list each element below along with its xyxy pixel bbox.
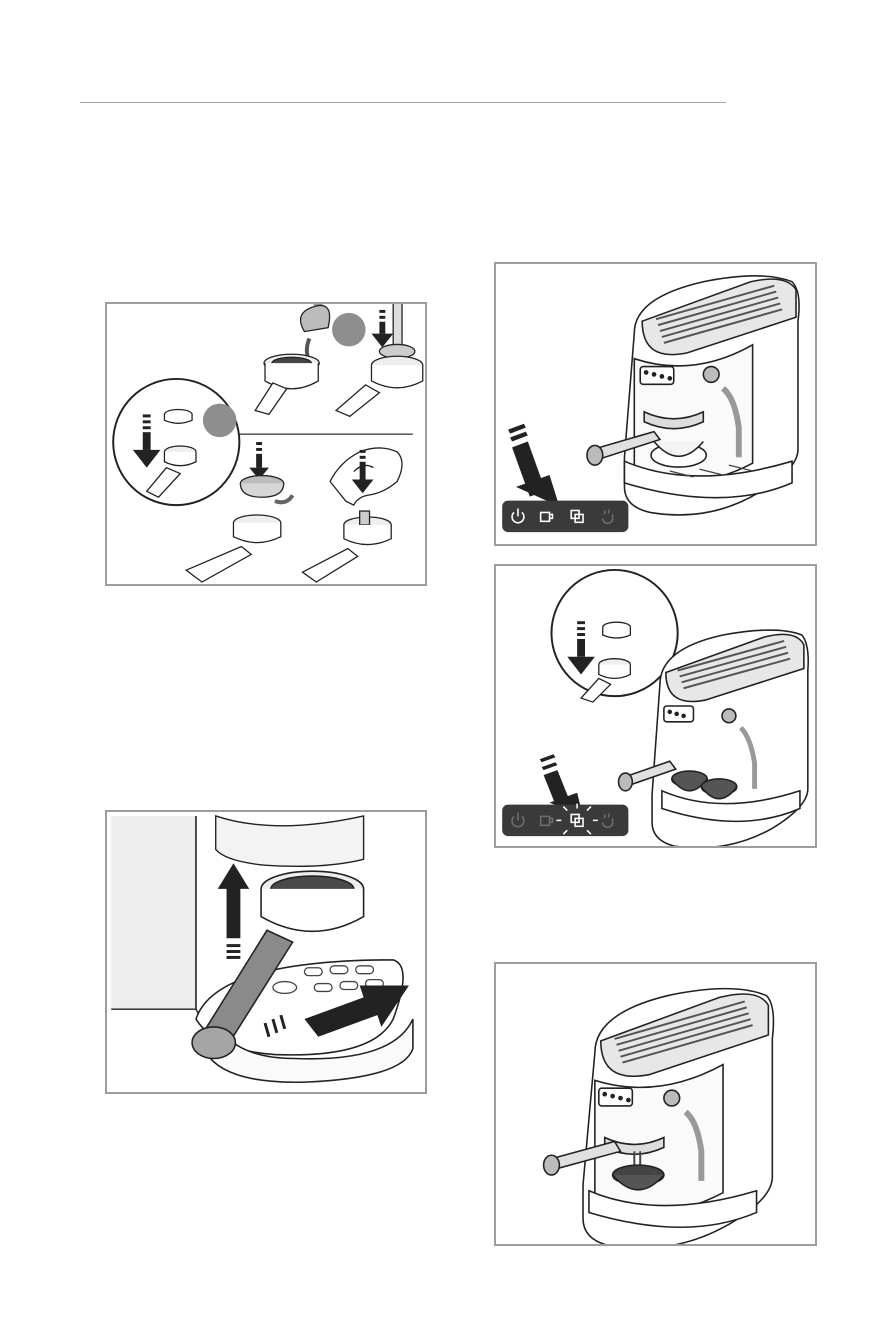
espresso-machine-icon [544, 989, 774, 1244]
arrow-down-icon [508, 424, 559, 507]
single-cup-illustration [496, 264, 815, 544]
figure-fill-basket [105, 302, 427, 586]
hand-icon [330, 448, 402, 505]
figure-select-double-cup [494, 564, 817, 848]
step-marker [203, 404, 237, 438]
portafilter-icon [186, 515, 281, 582]
double-cup-illustration [496, 566, 815, 846]
brewing-illustration [496, 964, 815, 1244]
magnifier-circle [113, 379, 239, 505]
figure-brewing [494, 962, 817, 1246]
fill-basket-illustration [107, 304, 425, 584]
header-rule [80, 102, 726, 103]
leveler-icon [240, 476, 292, 503]
portafilter-icon [255, 354, 319, 414]
espresso-machine-icon [587, 276, 799, 515]
step-marker [332, 313, 366, 347]
portafilter-icon [302, 511, 391, 582]
insert-portafilter-illustration [107, 812, 425, 1092]
arrow-down-icon [371, 310, 393, 347]
figure-insert-portafilter [105, 810, 427, 1094]
arrow-down-icon [249, 442, 269, 479]
arrow-up-icon [218, 863, 250, 959]
control-panel [502, 501, 628, 533]
figure-select-single-cup [494, 262, 817, 546]
